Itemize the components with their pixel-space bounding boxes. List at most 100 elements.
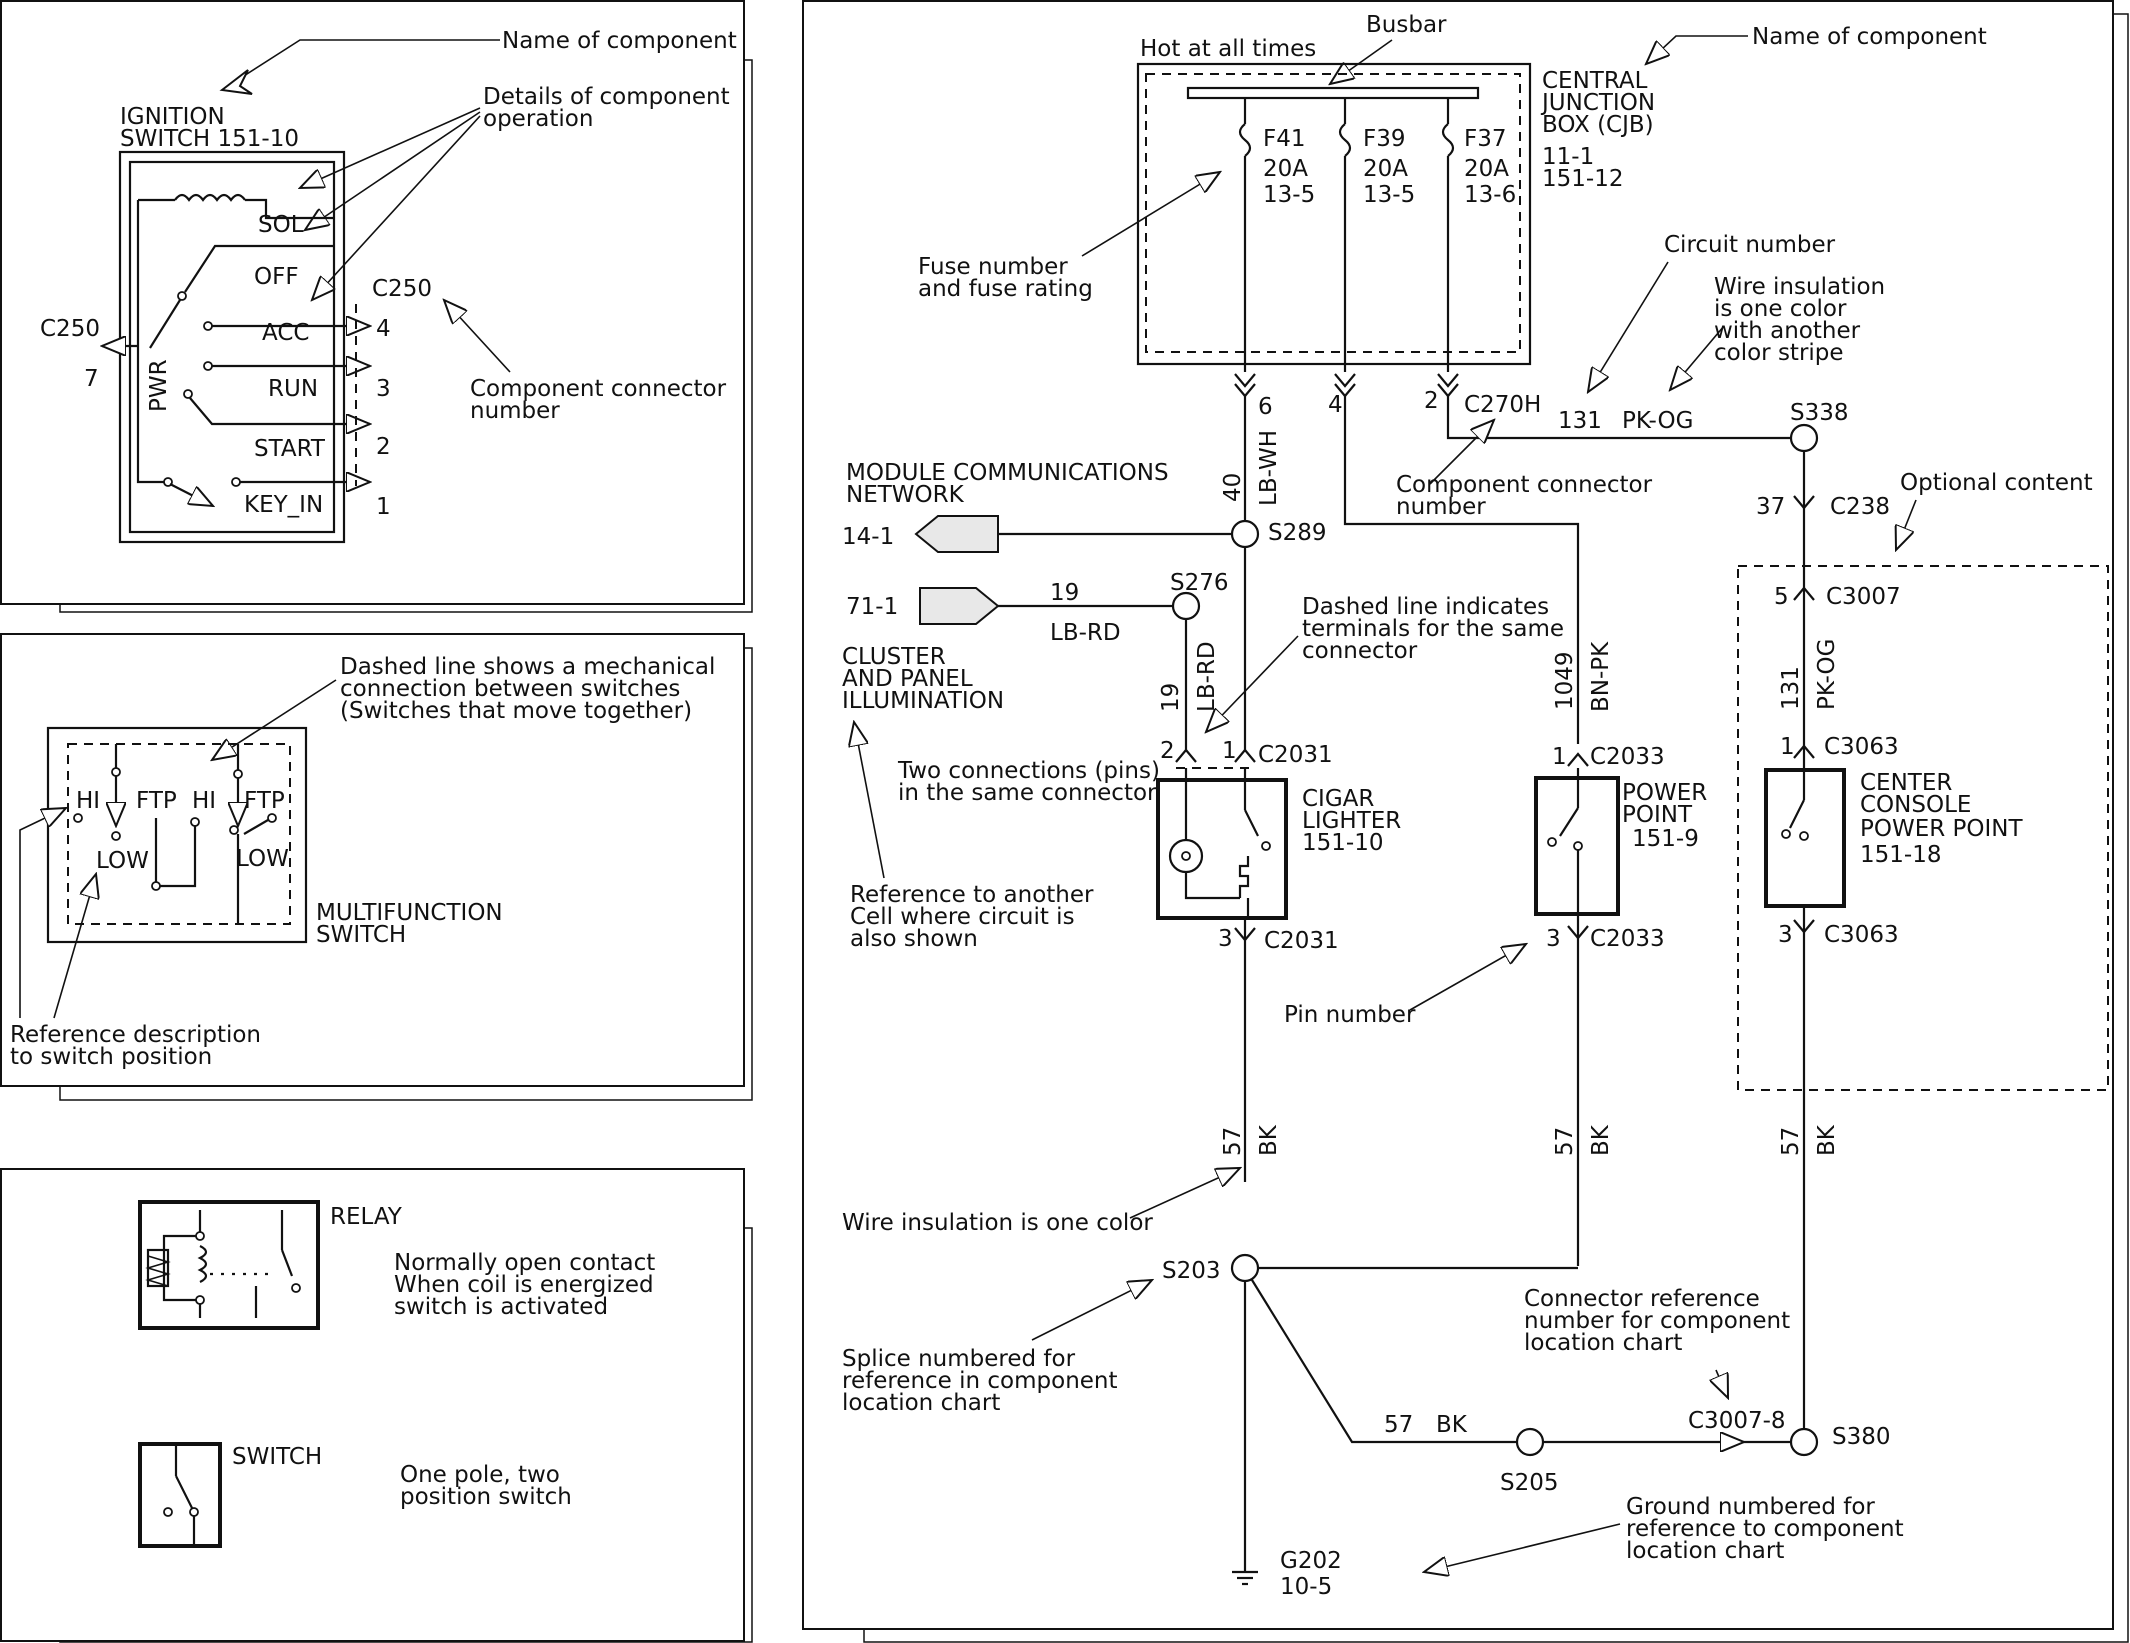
relay-desc-2: When coil is energized — [394, 1272, 654, 1298]
wire-pkog-v: PK-OG — [1814, 639, 1840, 710]
mcn-2: NETWORK — [846, 482, 965, 508]
ignition-title-1: IGNITION — [120, 104, 225, 130]
pp-name-2: POINT — [1622, 802, 1693, 828]
multifunction-panel: Dashed line shows a mechanical connectio… — [0, 633, 753, 1101]
c2031-bottom: C2031 — [1264, 928, 1339, 954]
wire-lbrd: LB-RD — [1050, 620, 1121, 646]
splice-s380: S380 — [1832, 1424, 1891, 1450]
cluster-1: CLUSTER — [842, 644, 946, 670]
ignition-panel: Name of component IGNITION SWITCH 151-10… — [0, 0, 753, 613]
ign-pin-1: 1 — [376, 494, 391, 520]
splice-s289: S289 — [1268, 520, 1327, 546]
mf-ftp-1: FTP — [136, 788, 177, 814]
pp-pin-3: 3 — [1546, 926, 1561, 952]
c3063-bottom: C3063 — [1824, 922, 1899, 948]
fuse-f41-ref: 13-5 — [1263, 182, 1315, 208]
ground-g202-ref: 10-5 — [1280, 1574, 1332, 1600]
cjb-pin-6: 6 — [1258, 394, 1273, 420]
splice-s203: S203 — [1162, 1258, 1221, 1284]
cigar-pin-2: 2 — [1160, 738, 1175, 764]
mf-note-1: Dashed line shows a mechanical — [340, 654, 715, 680]
splice-s338: S338 — [1790, 400, 1849, 426]
circuit-57-c: 57 — [1778, 1127, 1804, 1156]
cjb-name-2: JUNCTION — [1540, 90, 1655, 116]
pos-off: OFF — [254, 264, 299, 290]
pos-sol: SOL — [258, 212, 304, 238]
c3007-8: C3007-8 — [1688, 1408, 1786, 1434]
fuse-f39-num: F39 — [1363, 126, 1406, 152]
c250-right: C250 — [372, 276, 432, 302]
c2033-top: C2033 — [1590, 744, 1665, 770]
wire-bk-b: BK — [1588, 1124, 1614, 1156]
dashed-ind-2: terminals for the same — [1302, 616, 1564, 642]
cjb-pin-4: 4 — [1328, 392, 1343, 418]
circuit-131: 131 — [1558, 408, 1602, 434]
circuit-19-v: 19 — [1158, 683, 1184, 712]
c250-left-pin: 7 — [84, 366, 99, 392]
ref-14-1: 14-1 — [842, 524, 894, 550]
cjb-name-1: CENTRAL — [1542, 68, 1648, 94]
cc-name-1: CENTER — [1860, 770, 1952, 796]
fuse-f41-rating: 20A — [1263, 156, 1308, 182]
optional-label: Optional content — [1900, 470, 2093, 496]
ignition-details-1: Details of component — [483, 84, 730, 110]
circuit-57-a: 57 — [1220, 1127, 1246, 1156]
ground-note-3: location chart — [1626, 1538, 1784, 1564]
mcn-connector-icon — [914, 515, 999, 553]
pp-name-1: POWER — [1622, 780, 1707, 806]
pos-start: START — [254, 436, 326, 462]
wire-bk-a: BK — [1256, 1124, 1282, 1156]
cjb-name-4: 11-1 — [1542, 144, 1594, 170]
c250-left: C250 — [40, 316, 100, 342]
switch-desc-1: One pole, two — [400, 1462, 560, 1488]
fuse-callout-2: and fuse rating — [918, 276, 1093, 302]
cc-name-4: 151-18 — [1860, 842, 1941, 868]
pin-number-label: Pin number — [1284, 1002, 1416, 1028]
comp-conn-2: number — [1396, 494, 1486, 520]
cc-pin-1: 1 — [1780, 734, 1795, 760]
ground-note-1: Ground numbered for — [1626, 1494, 1875, 1520]
cluster-2: AND PANEL — [842, 666, 973, 692]
splice-note-1: Splice numbered for — [842, 1346, 1076, 1372]
relay-desc-3: switch is activated — [394, 1294, 608, 1320]
conn-ref-3: location chart — [1524, 1330, 1682, 1356]
conn-ref-2: number for component — [1524, 1308, 1790, 1334]
cluster-connector-icon — [919, 587, 1000, 625]
ignition-details-2: operation — [483, 106, 593, 132]
ign-pin-2: 2 — [376, 434, 391, 460]
fuse-callout-1: Fuse number — [918, 254, 1068, 280]
c2031-top: C2031 — [1258, 742, 1333, 768]
mf-low-1: LOW — [96, 848, 149, 874]
fuse-f39-rating: 20A — [1363, 156, 1408, 182]
wire-ins-2: is one color — [1714, 296, 1847, 322]
cjb-name-3: BOX (CJB) — [1542, 112, 1654, 138]
cc-name-3: POWER POINT — [1860, 816, 2024, 842]
two-conn-1: Two connections (pins) — [897, 758, 1160, 784]
cjb-pin-2: 2 — [1424, 388, 1439, 414]
dashed-ind-3: connector — [1302, 638, 1418, 664]
switch-desc-2: position switch — [400, 1484, 572, 1510]
c3063-top: C3063 — [1824, 734, 1899, 760]
ref-cell-1: Reference to another — [850, 882, 1094, 908]
wire-bnpk: BN-PK — [1588, 641, 1614, 712]
hot-label: Hot at all times — [1140, 36, 1316, 62]
comp-conn-1: Component connector — [1396, 472, 1653, 498]
fuse-f37-ref: 13-6 — [1464, 182, 1516, 208]
relay-label: RELAY — [330, 1204, 403, 1230]
mf-title-1: MULTIFUNCTION — [316, 900, 503, 926]
circuit-1049: 1049 — [1552, 651, 1578, 710]
ground-note-2: reference to component — [1626, 1516, 1904, 1542]
pos-acc: ACC — [262, 320, 309, 346]
wire-bk-c: BK — [1814, 1124, 1840, 1156]
optional-content-box — [1737, 565, 2109, 1091]
ignition-name-callout: Name of component — [502, 28, 737, 54]
c270h: C270H — [1464, 392, 1541, 418]
splice-note-3: location chart — [842, 1390, 1000, 1416]
connector-callout-1: Component connector — [470, 376, 727, 402]
relay-desc-1: Normally open contact — [394, 1250, 655, 1276]
cjb-name-5: 151-12 — [1542, 166, 1623, 192]
cigar-pin-1: 1 — [1222, 738, 1237, 764]
pin-5: 5 — [1774, 584, 1789, 610]
wire-lbrd-v: LB-RD — [1194, 641, 1220, 712]
